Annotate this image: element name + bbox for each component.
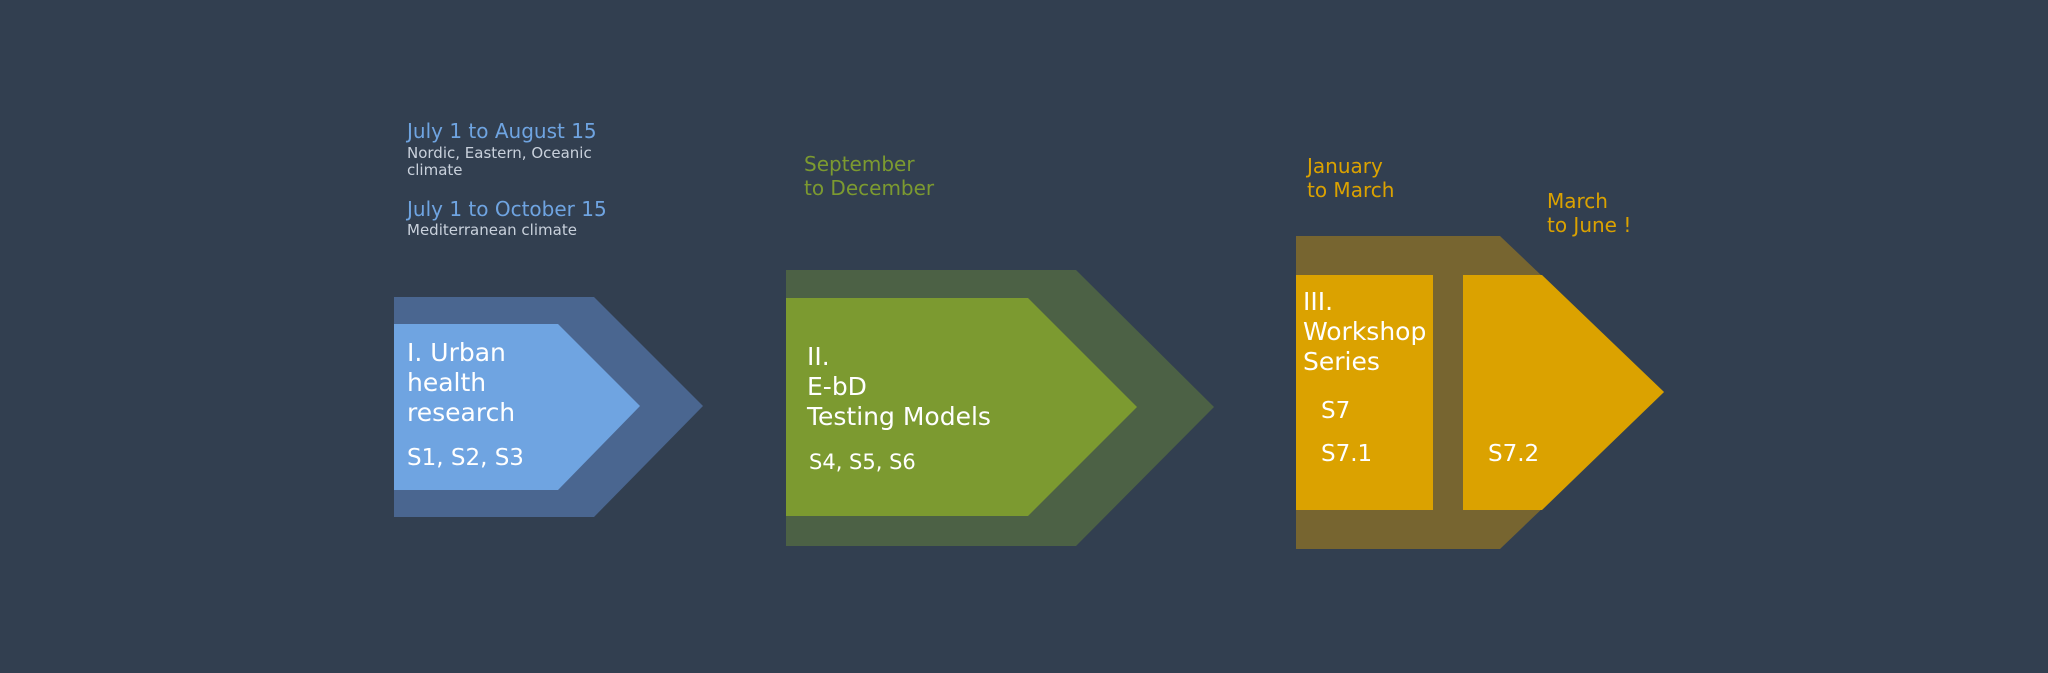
stage3-left-block	[1296, 275, 1433, 510]
stage3-title: III. Workshop Series	[1303, 287, 1427, 376]
stage2-title: II. E-bD Testing Models	[807, 342, 991, 431]
stage1-date-range-2: July 1 to October 15	[407, 197, 607, 221]
stage1-sessions: S1, S2, S3	[407, 445, 524, 471]
stage3-right-arrow	[1463, 275, 1664, 510]
stage1-date-note-2: Mediterranean climate	[407, 221, 577, 239]
stage1-inner-arrow	[394, 324, 640, 490]
stage1-date-range-1: July 1 to August 15	[407, 119, 597, 143]
stage1-title: I. Urban health research	[407, 338, 516, 427]
stage3-date-range-b: March to June !	[1547, 189, 1632, 237]
stage3-session-s7-2: S7.2	[1488, 441, 1540, 467]
stage3-date-range-a: January to March	[1307, 154, 1395, 202]
stage2-inner-arrow	[786, 298, 1137, 516]
stage3-session-s7-1: S7.1	[1321, 441, 1373, 467]
stage2-sessions: S4, S5, S6	[809, 450, 916, 474]
stage2-date-range: September to December	[804, 152, 935, 200]
stage1-date-note-1: Nordic, Eastern, Oceanic climate	[407, 144, 592, 179]
stage3-session-s7: S7	[1321, 398, 1351, 424]
